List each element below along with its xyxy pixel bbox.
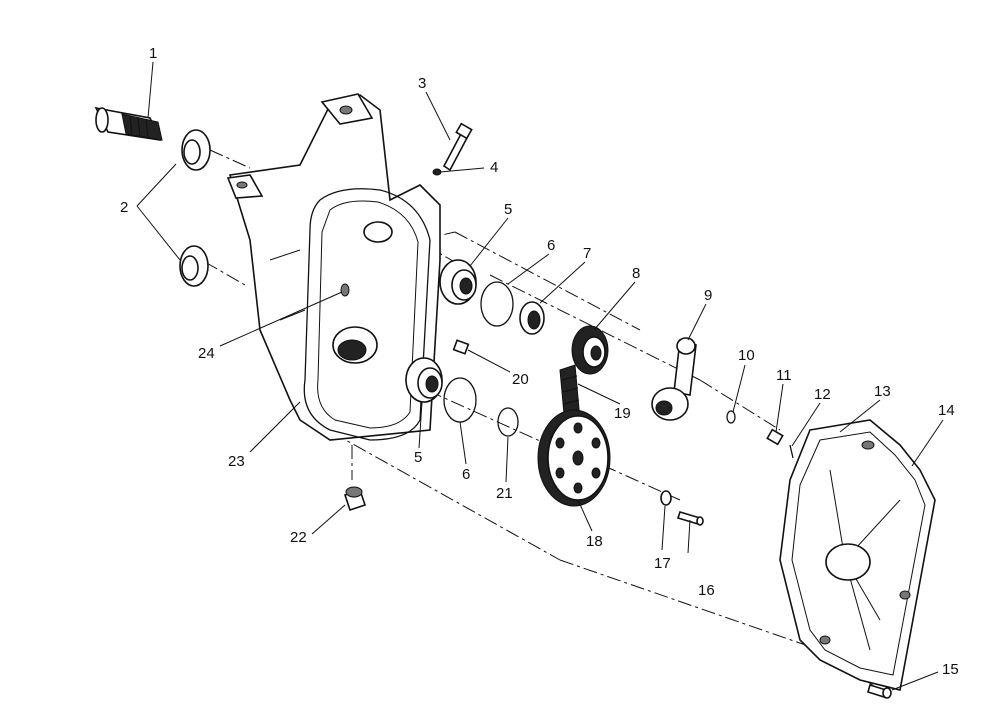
callout-6-upper: 6 [547,237,555,254]
bolt [442,122,473,172]
oil-seal-lower [179,245,209,287]
chaincase-housing [226,93,441,441]
callout-17: 17 [654,555,671,572]
snap-ring-lower [443,377,477,423]
washer-lower [660,490,672,506]
callout-21: 21 [496,485,513,502]
callout-2: 2 [120,199,128,216]
o-ring [497,407,519,437]
callout-1: 1 [149,45,157,62]
drain-plug [343,486,367,512]
callout-5-lower: 5 [414,449,422,466]
callout-16: 16 [698,582,715,599]
callout-18: 18 [586,533,603,550]
drive-shaft [94,106,163,142]
callout-11: 11 [776,367,792,384]
large-sprocket [537,409,611,507]
bearing-lower [405,357,443,403]
bearing-upper [439,259,477,305]
callout-19: 19 [614,405,631,422]
callout-23: 23 [228,453,245,470]
callout-6-lower: 6 [462,466,470,483]
callout-10: 10 [738,347,755,364]
callout-24: 24 [198,345,215,362]
washer-small [432,168,442,176]
callout-5-upper: 5 [504,201,512,218]
dowel-pin [340,283,350,297]
callout-3: 3 [418,75,426,92]
leader-lines [136,61,944,691]
callout-15: 15 [942,661,959,678]
snap-ring-upper [480,281,514,327]
upper-sprocket [571,325,609,375]
callout-9: 9 [704,287,712,304]
chain-tensioner [651,337,697,421]
oil-seal-upper [181,129,211,171]
nut [766,428,784,446]
callout-20: 20 [512,371,529,388]
callouts: 1 2 3 4 5 6 7 8 9 10 11 12 13 14 15 16 1… [120,45,959,678]
spacer [519,301,545,335]
callout-22: 22 [290,529,307,546]
washer [726,410,736,424]
chaincase-cover [779,419,936,691]
callout-7: 7 [583,245,591,262]
callout-12: 12 [814,386,831,403]
callout-14: 14 [938,402,955,419]
callout-4: 4 [490,159,498,176]
callout-8: 8 [632,265,640,282]
callout-13: 13 [874,383,891,400]
cotter-clip [789,444,794,459]
nut-small [452,339,470,355]
cover-bolt [867,683,892,699]
bolt-lower [676,511,704,526]
